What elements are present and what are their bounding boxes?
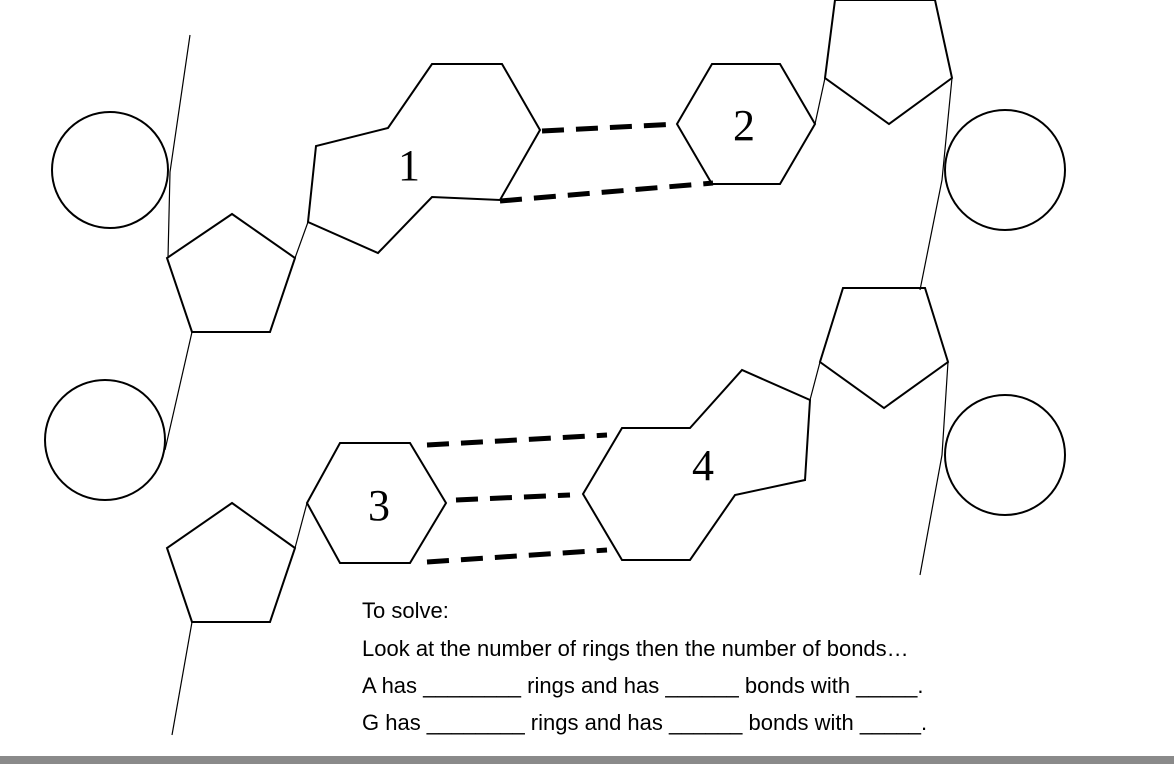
phosphate-circle-bottom-right <box>944 394 1066 516</box>
phosphate-circle-top-left <box>51 111 169 229</box>
base-label-4: 4 <box>692 441 714 490</box>
sugar-pentagon-bottom-right <box>818 287 950 410</box>
bottom-border <box>0 756 1174 764</box>
glycosidic-bond-1 <box>294 221 309 259</box>
instructions-line-g: G has ________ rings and has ______ bond… <box>362 710 928 735</box>
sugar-pentagon-bottom-left <box>165 501 297 623</box>
right-backbone-bottom <box>919 361 949 576</box>
base-2-hexagon <box>675 63 817 185</box>
hydrogen-bond-3-4-middle <box>455 492 571 503</box>
sugar-pentagon-top-left <box>165 212 297 333</box>
glycosidic-bond-2 <box>814 77 826 125</box>
hydrogen-bond-1-2-bottom <box>499 180 714 204</box>
base-4-double-ring <box>581 368 812 561</box>
phosphate-circle-top-right <box>944 109 1066 231</box>
instructions-line-a: A has ________ rings and has ______ bond… <box>362 673 924 698</box>
base-label-2: 2 <box>733 101 755 150</box>
phosphate-circle-bottom-left <box>44 379 166 501</box>
hydrogen-bond-1-2-top <box>541 121 679 134</box>
base-label-3: 3 <box>368 481 390 530</box>
glycosidic-bond-3 <box>294 502 308 549</box>
glycosidic-bond-4 <box>809 361 821 401</box>
left-backbone <box>167 34 191 259</box>
hydrogen-bond-3-4-bottom <box>426 547 608 565</box>
instructions-heading: To solve: <box>362 598 449 623</box>
left-backbone-bottom <box>171 621 193 736</box>
hydrogen-bond-3-4-top <box>426 432 608 448</box>
instructions-line-1: Look at the number of rings then the num… <box>362 636 909 661</box>
base-label-1: 1 <box>398 141 420 190</box>
right-backbone-top <box>919 77 953 291</box>
left-backbone-mid <box>164 331 193 451</box>
sugar-pentagon-top-right <box>823 0 954 126</box>
base-3-hexagon <box>305 442 448 564</box>
base-1-double-ring <box>306 63 542 255</box>
